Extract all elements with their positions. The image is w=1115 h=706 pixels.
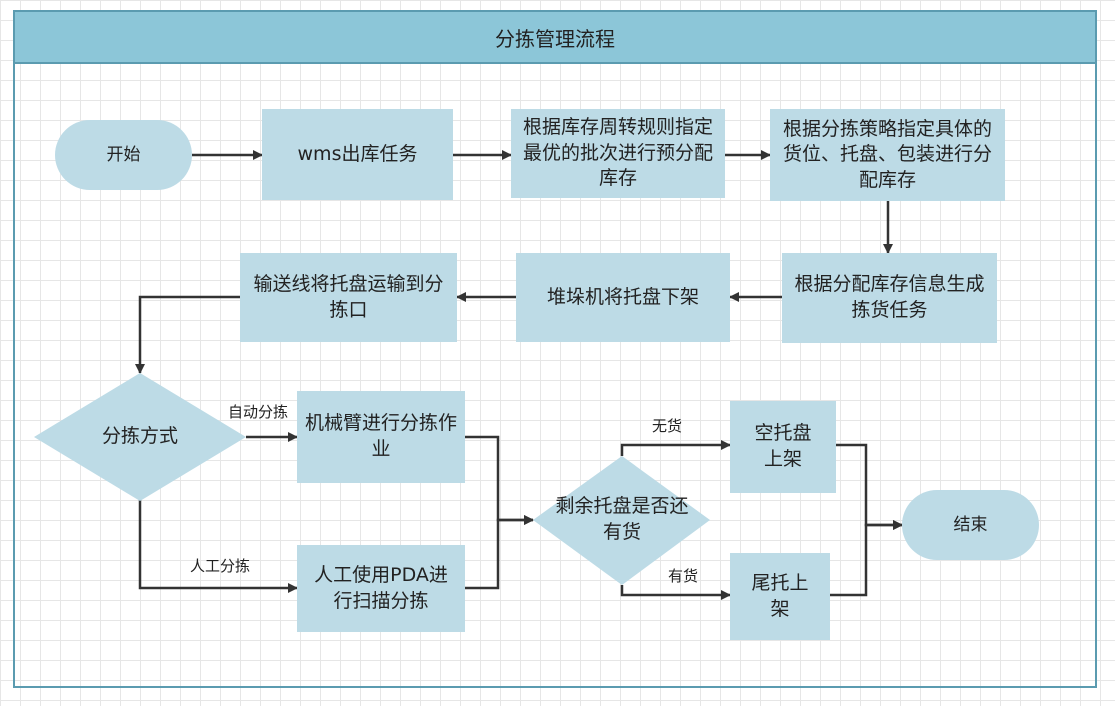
gen-task-node: 根据分配库存信息生成拣货任务 bbox=[782, 253, 997, 343]
robot-arm-node: 机械臂进行分拣作业 bbox=[297, 391, 465, 483]
end-node: 结束 bbox=[902, 490, 1039, 560]
edge-sortmode-manual bbox=[138, 500, 298, 593]
remaining-label: 剩余托盘是否还有货 bbox=[555, 495, 689, 543]
remaining-diamond bbox=[533, 456, 710, 585]
manual-pda-node: 人工使用PDA进行扫描分拣 bbox=[297, 545, 465, 632]
pre-alloc-node: 根据库存周转规则指定最优的批次进行预分配库存 bbox=[511, 109, 725, 198]
conveyor-node: 输送线将托盘运输到分拣口 bbox=[240, 253, 457, 342]
diagram-title: 分拣管理流程 bbox=[13, 10, 1097, 64]
sort-mode-label: 分拣方式 bbox=[101, 425, 178, 448]
edge-label-has-goods: 有货 bbox=[668, 567, 699, 585]
edge-label-manual-sort: 人工分拣 bbox=[190, 557, 251, 575]
edge-empty-end bbox=[836, 443, 903, 530]
wms-task-node: wms出库任务 bbox=[262, 109, 453, 200]
edge-label-auto-sort: 自动分拣 bbox=[228, 403, 289, 421]
sort-mode-diamond bbox=[34, 373, 246, 501]
tail-pallet-node: 尾托上架 bbox=[730, 553, 830, 640]
edge-conveyor-sortmode bbox=[135, 295, 240, 374]
edge-tail-end bbox=[830, 520, 903, 597]
empty-pallet-node: 空托盘上架 bbox=[730, 401, 836, 493]
edge-robot-remaining bbox=[465, 435, 534, 525]
edge-label-no-goods: 无货 bbox=[652, 417, 683, 435]
stacker-node: 堆垛机将托盘下架 bbox=[516, 253, 730, 342]
edge-remaining-tail bbox=[620, 585, 731, 600]
edge-remaining-empty bbox=[620, 440, 731, 456]
edge-manual-remaining bbox=[465, 515, 534, 590]
start-node: 开始 bbox=[55, 120, 192, 190]
alloc-node: 根据分拣策略指定具体的货位、托盘、包装进行分配库存 bbox=[770, 109, 1005, 201]
